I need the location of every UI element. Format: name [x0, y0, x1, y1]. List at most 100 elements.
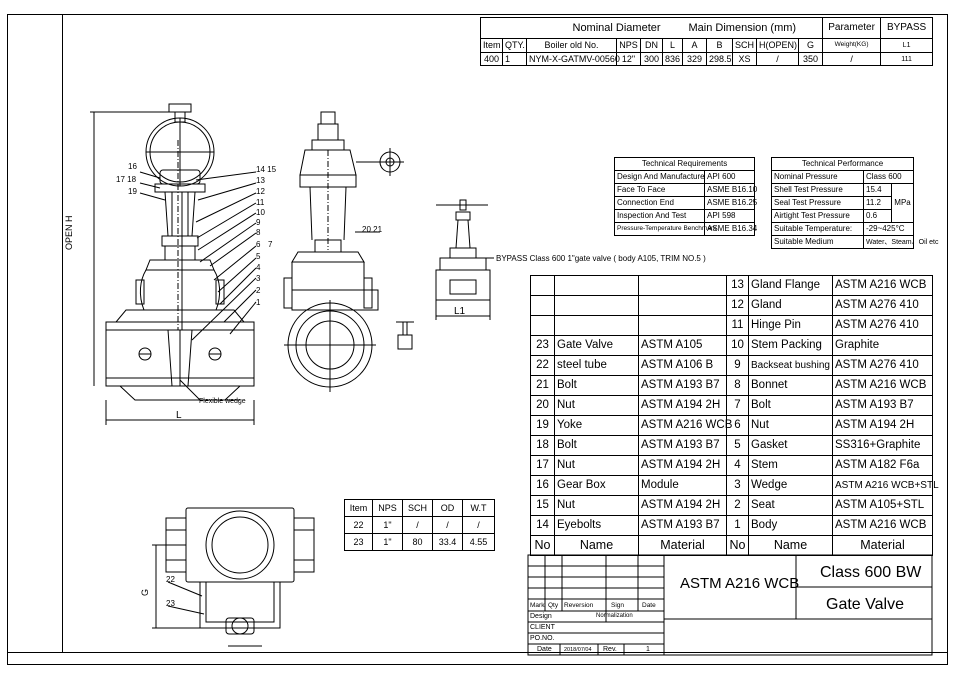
callout-16: 16 — [128, 162, 137, 171]
client-label: CLIENT — [530, 624, 555, 631]
bom-left-no: 16 — [530, 475, 555, 496]
frame-inner-line — [62, 14, 63, 652]
bom-left-name: Nut — [554, 495, 639, 516]
val-g: 350 — [798, 52, 824, 66]
bom-right-name: Bonnet — [748, 375, 833, 396]
bom-right-name: Hinge Pin — [748, 315, 833, 336]
bom-right-no: 13 — [726, 275, 749, 296]
callout-6: 6 — [256, 240, 261, 249]
bom-left-no: 17 — [530, 455, 555, 476]
bom-right-name: Gland Flange — [748, 275, 833, 296]
bom-left-material: ASTM A194 2H — [638, 455, 727, 476]
bom-footer-no: No — [530, 535, 555, 556]
bom-footer-name: Name — [554, 535, 639, 556]
bom-right-material: Graphite — [832, 335, 933, 356]
pipe-cell: / — [432, 516, 463, 534]
bom-right-no: 7 — [726, 395, 749, 416]
callout-14-15: 14 15 — [256, 165, 277, 174]
bom-left-name: steel tube — [554, 355, 639, 376]
bom-left-no — [530, 315, 555, 336]
frame-bottom-line — [7, 652, 948, 653]
callout-13: 13 — [256, 176, 265, 185]
bom-left-no: 22 — [530, 355, 555, 376]
bom-right-name: Gland — [748, 295, 833, 316]
bom-left-name: Nut — [554, 455, 639, 476]
val-dn: 300 — [639, 52, 664, 66]
bom-right-name: Seat — [748, 495, 833, 516]
pipe-table: Item NPS SCH OD W.T 22 1" / / / 23 1" 80… — [344, 499, 495, 551]
bom-left-material: ASTM A106 B — [638, 355, 727, 376]
bom-right-name: Backseat bushing — [748, 355, 833, 376]
callout-11: 11 — [256, 198, 265, 207]
bom-footer-no: No — [726, 535, 749, 556]
bom-right-material: ASTM A216 WCB — [832, 515, 933, 536]
technical-requirements-table: Technical Requirements Design And Manufa… — [614, 157, 757, 236]
rev-label: Rev. — [603, 646, 617, 653]
val-a: 329 — [682, 52, 708, 66]
pipe-cell: 1" — [372, 533, 403, 551]
bom-right-material: ASTM A276 410 — [832, 315, 933, 336]
rev-date: Date — [642, 602, 656, 609]
bom-right-no: 4 — [726, 455, 749, 476]
rev-value: 1 — [646, 646, 650, 653]
bom-right-no: 10 — [726, 335, 749, 356]
bom-left-no: 21 — [530, 375, 555, 396]
bom-right-name: Stem — [748, 455, 833, 476]
bom-left-material: ASTM A216 WCB — [638, 415, 732, 436]
bom-left-name — [554, 295, 639, 316]
val-l1: 111 — [880, 52, 934, 66]
pipe-col-wt: W.T — [462, 499, 495, 517]
bom-left-name: Gear Box — [554, 475, 639, 496]
dim-l1: L1 — [454, 306, 466, 317]
bom-left-no: 20 — [530, 395, 555, 416]
bom-right-material: ASTM A105+STL — [832, 495, 933, 516]
bom-left-name: Bolt — [554, 435, 639, 456]
medium-value: Water、Steam、Oil etc — [862, 235, 938, 249]
plan-view-drawing — [152, 507, 315, 647]
title-class: Class 600 BW — [820, 564, 922, 581]
bom-left-material — [638, 275, 727, 296]
dim-open-h: OPEN H — [64, 215, 74, 250]
dim-l: L — [176, 410, 182, 421]
bom-left-name: Yoke — [554, 415, 639, 436]
po-label: PO.NO. — [530, 635, 555, 642]
bom-right-name: Gasket — [748, 435, 833, 456]
bom-right-material: ASTM A276 410 — [832, 355, 933, 376]
bom-right-name: Body — [748, 515, 833, 536]
val-h-open: / — [756, 52, 800, 66]
callout-5: 5 — [256, 252, 261, 261]
side-view-drawing — [283, 111, 414, 392]
bom-left-material: ASTM A194 2H — [638, 395, 727, 416]
callout-10: 10 — [256, 208, 265, 217]
bom-right-no: 5 — [726, 435, 749, 456]
callout-23: 23 — [166, 599, 175, 608]
bom-left-material — [638, 315, 727, 336]
bom-right-material: SS316+Graphite — [832, 435, 933, 456]
bom-left-material — [638, 295, 727, 316]
bom-footer-name: Name — [748, 535, 833, 556]
callout-22: 22 — [166, 575, 175, 584]
bom-left-no: 19 — [530, 415, 555, 436]
bom-right-material: ASTM A276 410 — [832, 295, 933, 316]
bom-footer-material: Material — [638, 535, 727, 556]
date-label: Date — [537, 646, 552, 653]
callout-4: 4 — [256, 263, 261, 272]
pipe-col-od: OD — [432, 499, 463, 517]
bom-left-name: Bolt — [554, 375, 639, 396]
bom-left-material: ASTM A105 — [638, 335, 727, 356]
bom-right-no: 1 — [726, 515, 749, 536]
bom-left-name: Nut — [554, 395, 639, 416]
val-boiler-no: NYM-X-GATMV-00560 — [526, 52, 620, 66]
